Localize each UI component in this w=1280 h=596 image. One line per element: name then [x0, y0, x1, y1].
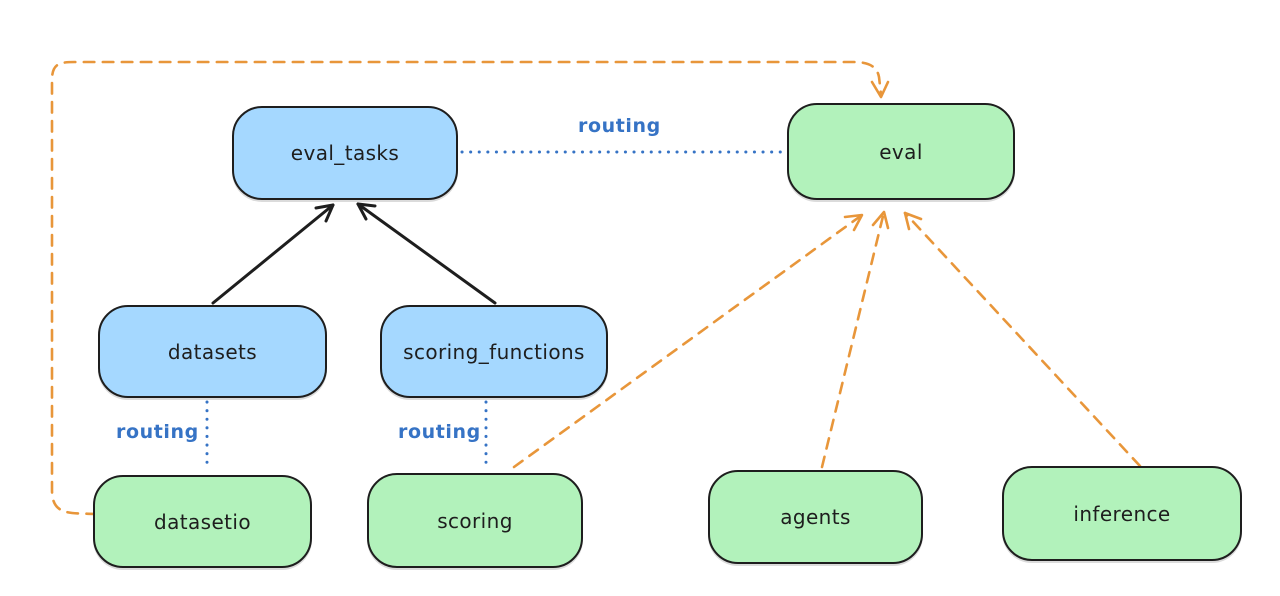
- node-datasetio-label: datasetio: [153, 509, 251, 534]
- edge-datasetio-to-eval-loop: [50, 60, 883, 516]
- node-eval-label: eval: [879, 139, 923, 164]
- node-eval-tasks-label: eval_tasks: [290, 141, 400, 165]
- node-inference-label: inference: [1073, 501, 1171, 526]
- node-eval-tasks: eval_tasks: [232, 106, 458, 200]
- node-scoring: scoring: [367, 473, 583, 568]
- edge-agents-to-eval: [820, 210, 886, 469]
- arrowhead-datasets-to-eval-tasks: [314, 203, 335, 223]
- node-scoring-label: scoring: [437, 508, 513, 533]
- node-datasetio: datasetio: [93, 475, 312, 568]
- edge-scoring-to-eval: [512, 213, 864, 469]
- node-datasets: datasets: [98, 305, 327, 398]
- arrowhead-inference-to-eval: [903, 211, 923, 231]
- arrowhead-scoring-to-eval: [843, 213, 864, 232]
- arrowhead-datasetio-to-eval: [870, 80, 890, 99]
- node-datasets-label: datasets: [167, 339, 258, 364]
- routing-label-datasets-datasetio: routing: [116, 421, 199, 443]
- arrowhead-agents-to-eval: [871, 210, 890, 230]
- routing-label-scoring-functions-scoring: routing: [398, 421, 481, 443]
- routing-label-eval-tasks-eval: routing: [578, 115, 661, 137]
- node-scoring-functions-label: scoring_functions: [403, 339, 585, 364]
- node-scoring-functions: scoring_functions: [380, 305, 608, 398]
- edge-scoring-functions-to-eval-tasks: [356, 202, 497, 305]
- edge-datasets-to-eval-tasks: [211, 203, 335, 305]
- node-agents-label: agents: [780, 505, 851, 529]
- node-inference: inference: [1002, 466, 1242, 561]
- edge-inference-to-eval: [903, 211, 1142, 468]
- arrowhead-scoring-functions-to-eval-tasks: [356, 202, 377, 221]
- node-eval: eval: [787, 103, 1015, 200]
- node-agents: agents: [708, 470, 923, 564]
